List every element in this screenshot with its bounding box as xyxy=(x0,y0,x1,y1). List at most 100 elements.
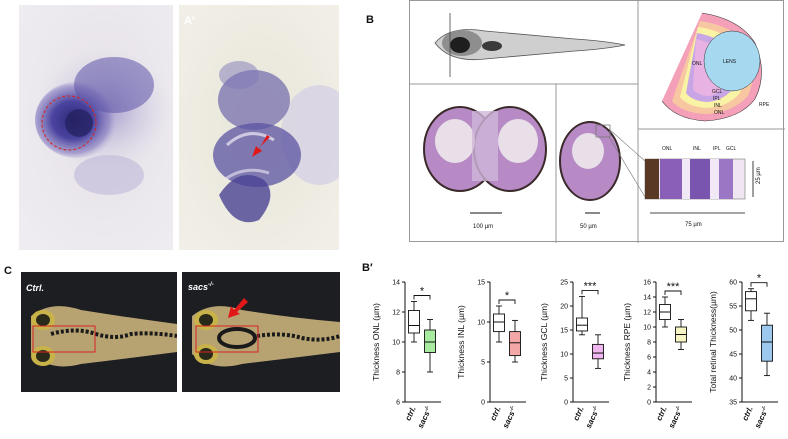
svg-text:IPL: IPL xyxy=(713,96,721,102)
category-label: sacs-/- xyxy=(501,405,519,430)
panel-label-a-prime: A′ xyxy=(184,15,195,27)
y-tick-label: 10 xyxy=(643,325,651,332)
y-tick-label: 8 xyxy=(647,340,651,347)
box-ctrl xyxy=(408,301,420,343)
svg-text:25 µm: 25 µm xyxy=(756,167,762,184)
y-tick-label: 8 xyxy=(396,370,400,377)
y-tick-label: 5 xyxy=(481,360,485,367)
box-ctrl xyxy=(659,296,671,328)
svg-text:100 µm: 100 µm xyxy=(473,224,493,230)
svg-text:RPE: RPE xyxy=(759,102,770,108)
zebrafish-larva xyxy=(434,13,626,77)
box-iqr xyxy=(493,313,505,333)
histology-head-section: 100 µm xyxy=(423,106,547,230)
panel-c-ctrl-image: Ctrl. xyxy=(21,272,177,392)
mutant-label-text: sacs xyxy=(188,282,209,292)
y-tick-label: 10 xyxy=(477,320,485,327)
svg-text:INL: INL xyxy=(693,146,701,152)
y-tick-label: 35 xyxy=(729,400,737,407)
svg-text:ONL: ONL xyxy=(714,110,725,116)
y-tick-label: 60 xyxy=(729,280,737,287)
y-tick-label: 14 xyxy=(392,280,400,287)
category-label: ctrl. xyxy=(488,405,502,422)
box-sacs xyxy=(675,319,687,350)
y-tick-label: 16 xyxy=(643,280,651,287)
category-label: ctrl. xyxy=(654,405,668,422)
svg-text:75 µm: 75 µm xyxy=(685,222,702,228)
panel-label-c: C xyxy=(4,265,12,277)
y-tick-label: 40 xyxy=(729,376,737,383)
category-label: ctrl. xyxy=(740,405,754,422)
panel-b-figure: LENS ONL GCL IPL INL ONL RPE 100 µm 50 µ… xyxy=(410,1,785,243)
y-tick-label: 0 xyxy=(481,400,485,407)
category-label: sacs-/- xyxy=(753,405,771,430)
y-tick-label: 2 xyxy=(647,385,651,392)
mutant-red-arrow xyxy=(228,298,248,318)
y-tick-label: 10 xyxy=(560,352,568,359)
y-tick-label: 0 xyxy=(564,400,568,407)
y-axis-label: Thickness RPE (µm) xyxy=(622,303,632,381)
box-ctrl xyxy=(576,295,588,336)
y-axis-label: Thickness ONL (µm) xyxy=(371,303,381,381)
significance-bracket xyxy=(498,299,516,304)
y-tick-label: 5 xyxy=(564,376,568,383)
significance-mark: * xyxy=(420,286,425,298)
svg-text:GCL: GCL xyxy=(726,146,737,152)
y-axis-label: Thickness INL (µm) xyxy=(456,305,466,379)
significance-mark: *** xyxy=(584,280,598,292)
panel-a-image xyxy=(19,5,173,250)
svg-text:ONL: ONL xyxy=(692,61,703,67)
y-tick-label: 10 xyxy=(392,340,400,347)
panel-b-frame: LENS ONL GCL IPL INL ONL RPE 100 µm 50 µ… xyxy=(409,0,785,243)
category-label: ctrl. xyxy=(403,405,417,422)
significance-mark: *** xyxy=(667,281,681,293)
box-iqr xyxy=(592,343,604,360)
mutant-label: sacs-/- xyxy=(188,282,214,292)
ctrl-label: Ctrl. xyxy=(26,283,44,293)
category-label: sacs-/- xyxy=(667,405,685,430)
significance-bracket xyxy=(664,290,682,295)
significance-mark: * xyxy=(505,290,510,302)
svg-text:INL: INL xyxy=(714,103,722,109)
panel-label-b-prime: B′ xyxy=(362,262,373,274)
svg-text:50 µm: 50 µm xyxy=(580,224,597,230)
embryo-ventral-stain xyxy=(213,61,339,223)
box-iqr xyxy=(408,310,420,334)
y-tick-label: 12 xyxy=(392,310,400,317)
y-tick-label: 25 xyxy=(560,280,568,287)
y-tick-label: 12 xyxy=(643,310,651,317)
significance-mark: * xyxy=(757,273,762,285)
panel-label-b: B xyxy=(366,14,374,26)
box-iqr xyxy=(424,329,436,353)
svg-text:LENS: LENS xyxy=(723,59,737,65)
svg-text:IPL: IPL xyxy=(713,146,721,152)
significance-bracket xyxy=(750,282,768,287)
box-iqr xyxy=(745,291,757,312)
y-tick-label: 0 xyxy=(647,400,651,407)
svg-text:ONL: ONL xyxy=(662,146,673,152)
panel-a-prime-image xyxy=(179,5,339,250)
y-tick-label: 4 xyxy=(647,370,651,377)
y-tick-label: 15 xyxy=(560,328,568,335)
y-tick-label: 20 xyxy=(560,304,568,311)
mutant-larva-dorsal xyxy=(192,298,340,367)
significance-bracket xyxy=(413,295,431,300)
embryo-head-stain xyxy=(34,48,173,195)
y-tick-label: 6 xyxy=(647,355,651,362)
significance-bracket xyxy=(581,289,599,295)
box-sacs xyxy=(592,334,604,369)
box-sacs xyxy=(509,319,521,363)
category-label: sacs-/- xyxy=(584,405,602,430)
y-axis-label: Total retinal Thickness(µm) xyxy=(708,291,718,393)
box-sacs xyxy=(424,319,436,373)
box-ctrl xyxy=(745,288,757,321)
dashed-red-circle xyxy=(41,95,97,151)
box-ctrl xyxy=(493,305,505,343)
category-label: sacs-/- xyxy=(416,405,434,430)
retinal-layers-zoom: ONL INL IPL GCL 75 µm 25 µm xyxy=(644,146,762,228)
box-iqr xyxy=(761,324,773,362)
